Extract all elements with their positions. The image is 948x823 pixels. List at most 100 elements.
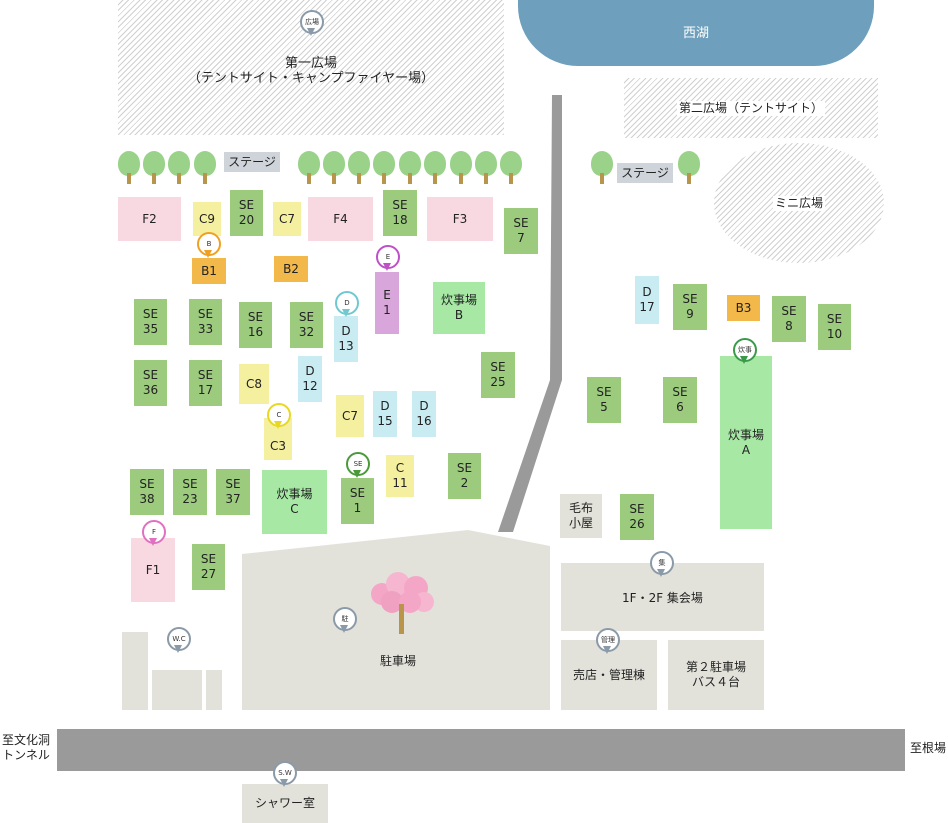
b-pin-icon[interactable]: B [197, 232, 221, 260]
wc-building-2[interactable] [152, 670, 202, 710]
site-C11[interactable]: C 11 [386, 455, 414, 497]
road-vertical [498, 95, 562, 532]
site-F4[interactable]: F4 [308, 197, 373, 241]
site-SE1-label: SE 1 [349, 486, 366, 515]
site-D16[interactable]: D 16 [412, 391, 436, 437]
se-pin-icon[interactable]: SE [346, 452, 370, 480]
site-SE2[interactable]: SE 2 [448, 453, 481, 499]
wc-pin-icon[interactable]: W.C [167, 627, 191, 655]
site-SE10[interactable]: SE 10 [818, 304, 851, 350]
parking-lot[interactable] [240, 528, 552, 711]
site-B1-label: B1 [201, 263, 217, 278]
e-pin-icon[interactable]: E [376, 245, 400, 273]
site-SE27[interactable]: SE 27 [192, 544, 225, 590]
tree-icon [168, 151, 190, 184]
site-SE8[interactable]: SE 8 [772, 296, 806, 342]
site-SE9[interactable]: SE 9 [673, 284, 707, 330]
mini-plaza[interactable]: ミニ広場 [714, 143, 884, 263]
site-SE20[interactable]: SE 20 [230, 190, 263, 236]
site-SE5[interactable]: SE 5 [587, 377, 621, 423]
to-nebajo-label: 至根場 [910, 741, 947, 755]
site-D13[interactable]: D 13 [334, 316, 358, 362]
b-pin-label: B [206, 240, 212, 248]
tree-icon [194, 151, 216, 184]
shower-pin-icon[interactable]: S.W [273, 761, 297, 789]
assembly-pin-icon[interactable]: 集 [650, 551, 674, 579]
cooking-pin-label: 炊事 [738, 346, 752, 354]
site-SE37-label: SE 37 [225, 477, 241, 506]
site-F2[interactable]: F2 [118, 197, 181, 241]
site-SE32-label: SE 32 [298, 310, 315, 339]
cooking-area-B[interactable]: 炊事場 B [433, 282, 485, 334]
site-B3[interactable]: B3 [727, 295, 760, 321]
site-SE26[interactable]: SE 26 [620, 494, 654, 540]
stage-right[interactable]: ステージ [617, 163, 673, 183]
site-F3[interactable]: F3 [427, 197, 493, 241]
site-SE35[interactable]: SE 35 [134, 299, 167, 345]
site-SE7[interactable]: SE 7 [504, 208, 538, 254]
parking-pin-icon[interactable]: 駐 [333, 607, 357, 635]
cooking-area-C[interactable]: 炊事場 C [262, 470, 327, 534]
site-F2-label: F2 [142, 211, 157, 226]
assembly-hall-label: 1F・2F 集会場 [622, 590, 703, 605]
site-C9[interactable]: C9 [193, 202, 221, 236]
c-pin-icon[interactable]: C [267, 403, 291, 431]
site-SE35-label: SE 35 [142, 307, 159, 336]
se-pin-label: SE [353, 460, 363, 468]
site-SE37[interactable]: SE 37 [216, 469, 250, 515]
site-SE33[interactable]: SE 33 [189, 299, 222, 345]
plaza-pin-icon[interactable]: 広場 [300, 10, 324, 38]
site-C8[interactable]: C8 [239, 364, 269, 404]
parking-label: 駐車場 [380, 654, 417, 668]
site-F1[interactable]: F1 [131, 538, 175, 602]
f-pin-icon[interactable]: F [142, 520, 166, 548]
site-E1-label: E 1 [383, 288, 391, 317]
site-SE38[interactable]: SE 38 [130, 469, 164, 515]
site-SE16[interactable]: SE 16 [239, 302, 272, 348]
site-B2[interactable]: B2 [274, 256, 308, 282]
site-SE36[interactable]: SE 36 [134, 360, 167, 406]
site-D12-label: D 12 [302, 364, 318, 393]
site-D15[interactable]: D 15 [373, 391, 397, 437]
site-C7-top[interactable]: C7 [273, 202, 301, 236]
lake-west: 西湖 [518, 0, 874, 66]
tree-icon [424, 151, 446, 184]
cooking-area-A[interactable]: 炊事場 A [720, 356, 772, 529]
site-SE25[interactable]: SE 25 [481, 352, 515, 398]
site-SE17[interactable]: SE 17 [189, 360, 222, 406]
site-D15-label: D 15 [377, 399, 393, 428]
d-pin-icon[interactable]: D [335, 291, 359, 319]
site-SE7-label: SE 7 [513, 216, 529, 245]
c-pin-label: C [276, 411, 282, 419]
site-SE23[interactable]: SE 23 [173, 469, 207, 515]
stage-left[interactable]: ステージ [224, 152, 280, 172]
blanket-hut[interactable]: 毛布 小屋 [560, 494, 602, 538]
site-SE26-label: SE 26 [629, 502, 645, 531]
site-E1[interactable]: E 1 [375, 272, 399, 334]
site-C7-mid[interactable]: C7 [336, 395, 364, 437]
site-SE6[interactable]: SE 6 [663, 377, 697, 423]
cooking-pin-icon[interactable]: 炊事 [733, 338, 757, 366]
plaza-2[interactable]: 第二広場（テントサイト） [624, 78, 878, 138]
site-SE1[interactable]: SE 1 [341, 478, 374, 524]
parking-2[interactable]: 第２駐車場 バス４台 [668, 640, 764, 710]
site-F3-label: F3 [452, 211, 468, 226]
wc-building-3[interactable] [206, 670, 222, 710]
mini-plaza-label: ミニ広場 [772, 195, 825, 211]
plaza-2-label: 第二広場（テントサイト） [676, 100, 825, 116]
site-D12[interactable]: D 12 [298, 356, 322, 402]
site-SE17-label: SE 17 [197, 368, 214, 397]
site-D17[interactable]: D 17 [635, 276, 659, 324]
cooking-area-B-label: 炊事場 B [440, 293, 477, 322]
site-SE6-label: SE 6 [672, 385, 688, 414]
site-SE32[interactable]: SE 32 [290, 302, 323, 348]
management-pin-icon[interactable]: 管理 [596, 628, 620, 656]
tree-icon [450, 151, 472, 184]
tree-icon [399, 151, 421, 184]
site-B1[interactable]: B1 [192, 258, 226, 284]
tree-icon [678, 151, 700, 184]
site-SE18[interactable]: SE 18 [383, 190, 417, 236]
site-SE38-label: SE 38 [139, 477, 155, 506]
wc-building-1[interactable] [122, 632, 148, 710]
shower-room[interactable]: シャワー室 [242, 784, 328, 823]
